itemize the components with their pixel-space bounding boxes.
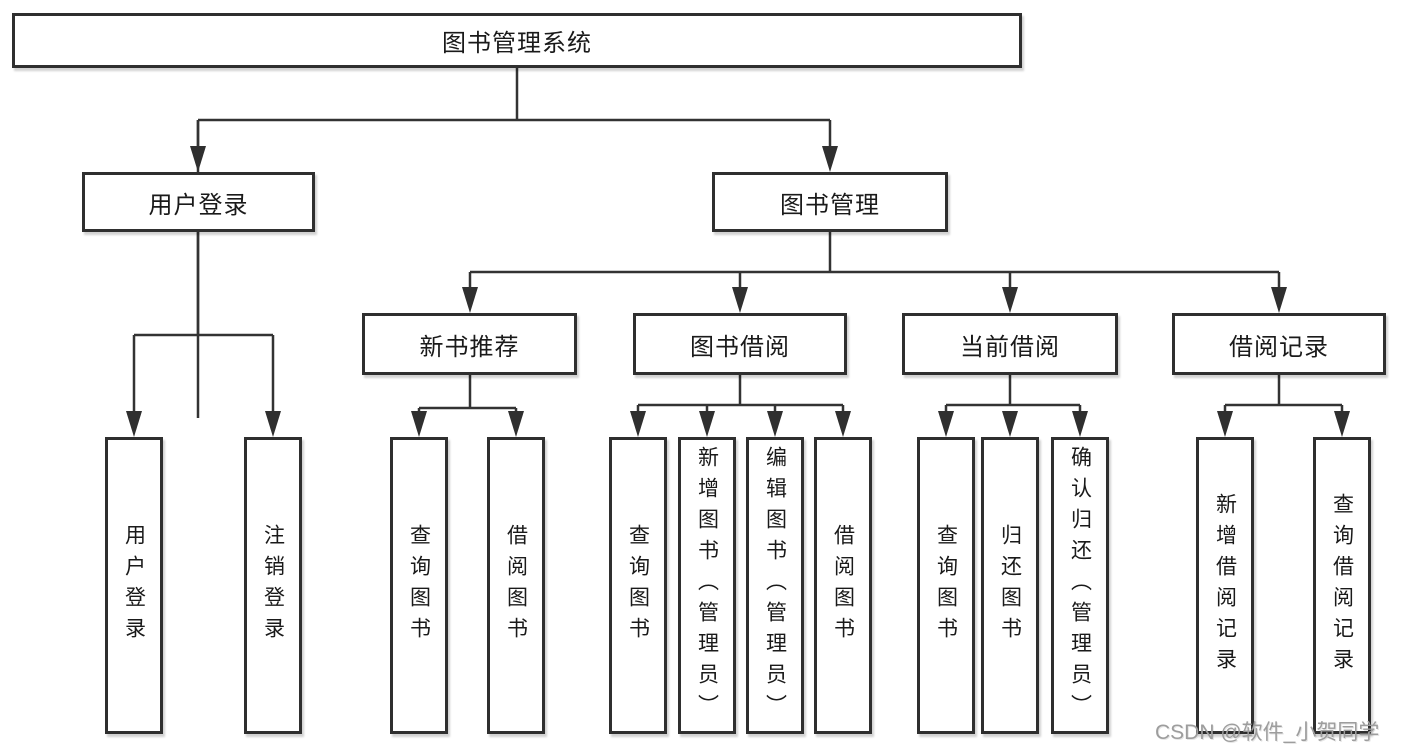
connector-mgmt-modules: [468, 232, 1281, 292]
leaf-add-borrow-record: 新增借阅记录: [1196, 437, 1254, 734]
leaf-confirm-return-admin: 确认归还（管理员）: [1051, 437, 1109, 734]
connector-root-branches: [196, 68, 832, 418]
node-book-management-label: 图书管理: [780, 191, 880, 219]
node-book-borrow-label: 图书借阅: [690, 333, 790, 361]
leaf-borrow-books: 借阅图书: [814, 437, 872, 734]
leaf-add-borrow-record-label: 新增借阅记录: [1213, 492, 1237, 679]
leaf-recommend-query-books-label: 查询图书: [407, 523, 431, 648]
leaf-query-borrow-record-label: 查询借阅记录: [1330, 492, 1354, 679]
node-book-borrow: 图书借阅: [633, 313, 847, 375]
leaf-edit-books-admin-label: 编辑图书（管理员）: [763, 446, 787, 725]
connector-recommend-leaves: [417, 375, 518, 420]
node-borrow-records-label: 借阅记录: [1229, 333, 1329, 361]
leaf-current-query-books: 查询图书: [917, 437, 975, 734]
connector-history-leaves: [1223, 375, 1344, 420]
connector-login-leaves: [132, 232, 275, 418]
node-book-management: 图书管理: [712, 172, 948, 232]
leaf-edit-books-admin: 编辑图书（管理员）: [746, 437, 804, 734]
csdn-watermark: CSDN @软件_小贺同学: [1155, 721, 1380, 744]
leaf-recommend-borrow-books: 借阅图书: [487, 437, 545, 734]
connector-borrow-leaves: [636, 375, 845, 420]
leaf-query-borrow-record: 查询借阅记录: [1313, 437, 1371, 734]
leaf-logout: 注销登录: [244, 437, 302, 734]
leaf-borrow-query-books: 查询图书: [609, 437, 667, 734]
leaf-return-books-label: 归还图书: [998, 523, 1022, 648]
leaf-return-books: 归还图书: [981, 437, 1039, 734]
node-user-login-label: 用户登录: [148, 191, 249, 219]
leaf-user-login-label: 用户登录: [122, 523, 146, 648]
node-new-book-recommend-label: 新书推荐: [419, 333, 520, 361]
connector-current-leaves: [944, 375, 1082, 420]
leaf-add-books-admin-label: 新增图书（管理员）: [695, 446, 719, 725]
leaf-recommend-query-books: 查询图书: [390, 437, 448, 734]
node-new-book-recommend: 新书推荐: [362, 313, 577, 375]
leaf-add-books-admin: 新增图书（管理员）: [678, 437, 736, 734]
node-user-login: 用户登录: [82, 172, 315, 232]
leaf-user-login: 用户登录: [105, 437, 163, 734]
leaf-logout-label: 注销登录: [261, 523, 285, 648]
leaf-recommend-borrow-books-label: 借阅图书: [504, 523, 528, 648]
leaf-borrow-books-label: 借阅图书: [831, 523, 855, 648]
leaf-confirm-return-admin-label: 确认归还（管理员）: [1068, 446, 1092, 725]
leaf-borrow-query-books-label: 查询图书: [626, 523, 650, 648]
arrowheads: [126, 146, 1350, 437]
node-root-label: 图书管理系统: [442, 30, 592, 57]
node-current-borrow: 当前借阅: [902, 313, 1118, 375]
node-root: 图书管理系统: [12, 13, 1022, 68]
node-borrow-records: 借阅记录: [1172, 313, 1386, 375]
leaf-current-query-books-label: 查询图书: [934, 523, 958, 648]
node-current-borrow-label: 当前借阅: [960, 333, 1060, 361]
